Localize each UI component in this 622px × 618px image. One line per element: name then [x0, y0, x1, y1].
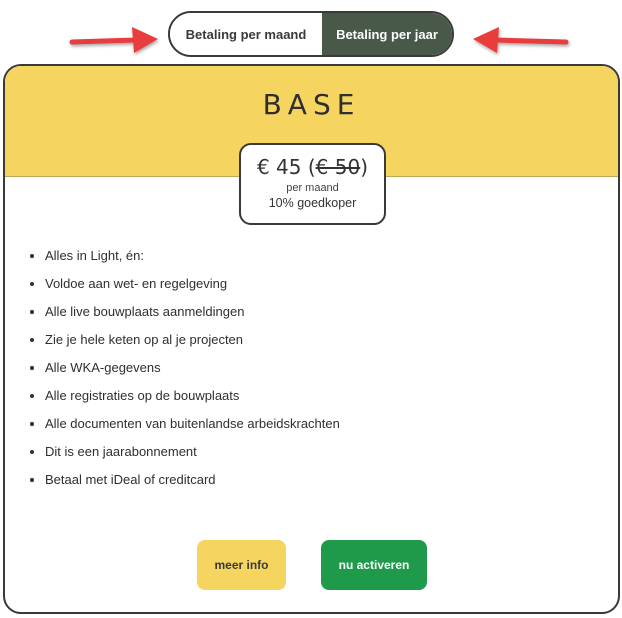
feature-item: Alle WKA-gegevens: [45, 354, 340, 382]
feature-item: Alle registraties op de bouwplaats: [45, 382, 340, 410]
price-paren-close: ): [360, 155, 369, 179]
price-paren-open: (: [307, 155, 316, 179]
price-line: € 45 (€ 50): [241, 155, 384, 179]
activate-button[interactable]: nu activeren: [321, 540, 427, 590]
more-info-button[interactable]: meer info: [197, 540, 286, 590]
feature-item: Alles in Light, én:: [45, 242, 340, 270]
left-arrow-icon: [69, 27, 158, 53]
billing-yearly-option[interactable]: Betaling per jaar: [322, 13, 452, 55]
feature-item: Betaal met iDeal of creditcard: [45, 466, 340, 494]
price-box: € 45 (€ 50) per maand 10% goedkoper: [239, 143, 386, 225]
price-old: € 50: [315, 155, 361, 179]
price-discount: 10% goedkoper: [268, 196, 357, 210]
feature-list: Alles in Light, én: Voldoe aan wet- en r…: [27, 242, 340, 494]
billing-monthly-option[interactable]: Betaling per maand: [170, 13, 322, 55]
feature-item: Zie je hele keten op al je projecten: [45, 326, 340, 354]
billing-toggle: Betaling per maand Betaling per jaar: [168, 11, 454, 57]
feature-item: Voldoe aan wet- en regelgeving: [45, 270, 340, 298]
plan-card-header: BASE: [5, 66, 618, 177]
price-current: € 45: [256, 155, 302, 179]
feature-item: Alle live bouwplaats aanmeldingen: [45, 298, 340, 326]
feature-item: Alle documenten van buitenlandse arbeids…: [45, 410, 340, 438]
plan-title: BASE: [262, 88, 361, 121]
plan-card: BASE € 45 (€ 50) per maand 10% goedkoper…: [3, 64, 620, 614]
right-arrow-icon: [473, 27, 569, 53]
feature-item: Dit is een jaarabonnement: [45, 438, 340, 466]
price-period: per maand: [286, 182, 339, 194]
